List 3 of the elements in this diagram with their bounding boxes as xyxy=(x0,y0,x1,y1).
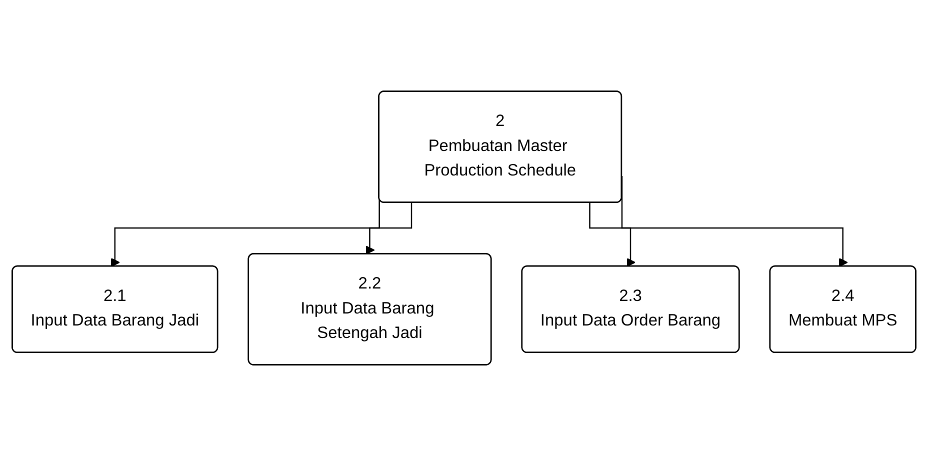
arrow xyxy=(589,202,636,267)
arrow xyxy=(366,202,412,255)
arrow xyxy=(621,176,848,267)
